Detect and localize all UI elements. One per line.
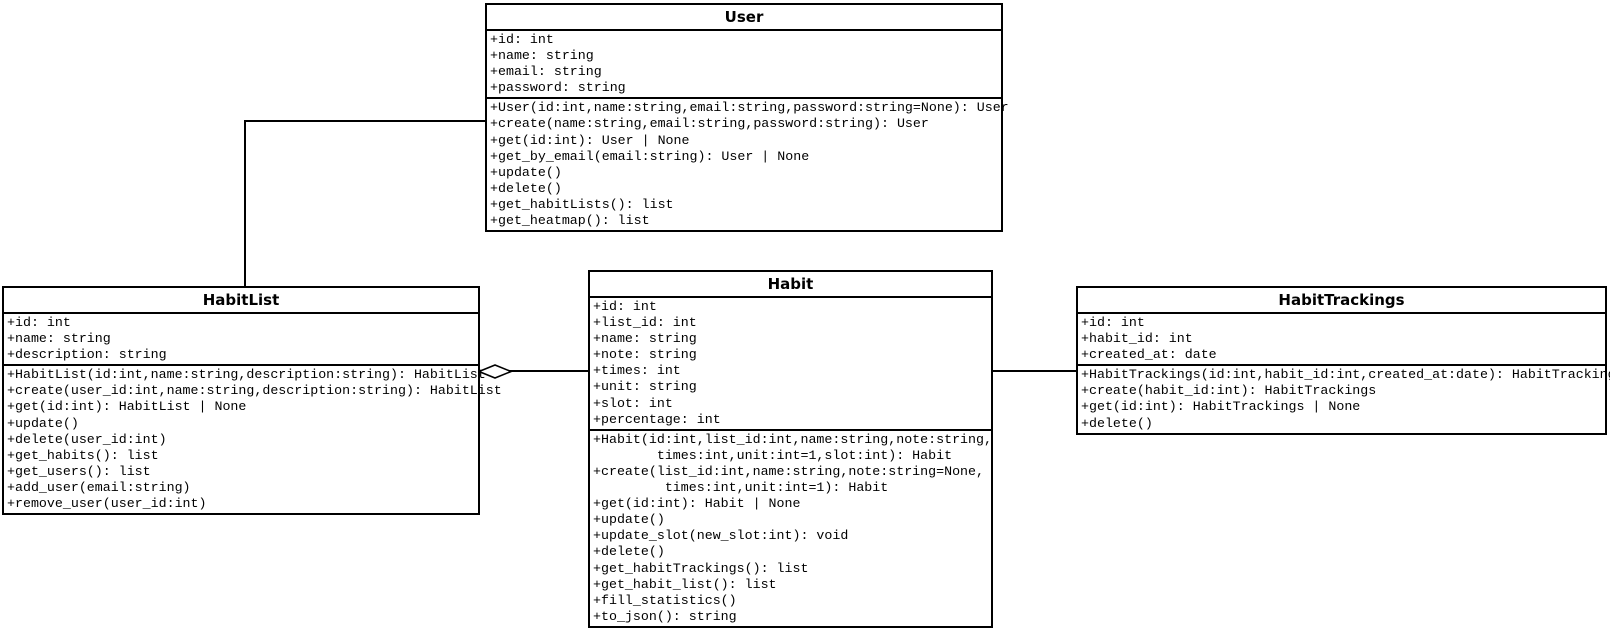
member-line: +remove_user(user_id:int) xyxy=(7,496,207,512)
member-line: +get_habitTrackings(): list xyxy=(593,560,809,576)
member-line: +update_slot(new_slot:int): void xyxy=(593,528,849,544)
member-line: +get(id:int): HabitTrackings | None xyxy=(1081,399,1361,415)
connector-user-habitlist-vertical xyxy=(244,120,246,287)
member-line: +create(list_id:int,name:string,note:str… xyxy=(593,463,984,479)
member-line: +HabitTrackings(id:int,habit_id:int,crea… xyxy=(1081,367,1610,383)
member-line: +delete(user_id:int) xyxy=(7,431,167,447)
member-line: +get_heatmap(): list xyxy=(490,213,650,229)
aggregation-diamond-icon xyxy=(478,364,512,379)
member-line: +get_habits(): list xyxy=(7,447,159,463)
class-user: User +id: int+name: string+email: string… xyxy=(485,3,1009,233)
member-line: +name: string xyxy=(490,48,594,64)
member-line: +delete() xyxy=(490,180,562,196)
member-line: +update() xyxy=(490,164,562,180)
class-user-title: User xyxy=(724,8,764,26)
member-line: +get_habit_list(): list xyxy=(593,576,777,592)
member-line: +unit: string xyxy=(593,379,697,395)
member-line: +id: int xyxy=(7,315,71,330)
member-line: +get(id:int): HabitList | None xyxy=(7,399,247,415)
class-user-methods: +User(id:int,name:string,email:string,pa… xyxy=(487,97,1009,230)
member-line: +Habit(id:int,list_id:int,name:string,no… xyxy=(593,431,992,447)
member-line: +create(habit_id:int): HabitTrackings xyxy=(1081,383,1377,399)
member-line: +update() xyxy=(7,415,79,431)
member-line: +id: int xyxy=(1081,315,1145,330)
member-line: +add_user(email:string) xyxy=(7,479,191,495)
member-line: +list_id: int xyxy=(593,315,697,331)
class-habitlist-title: HabitList xyxy=(202,291,280,309)
class-user-attributes: +id: int+name: string+email: string+pass… xyxy=(487,29,1001,97)
member-line: times:int,unit:int=1,slot:int): Habit xyxy=(593,447,953,463)
member-line: +times: int xyxy=(593,363,681,379)
member-line: +name: string xyxy=(593,331,697,347)
member-line: +HabitList(id:int,name:string,descriptio… xyxy=(7,367,486,383)
member-line: +name: string xyxy=(7,331,111,347)
member-line: +get_users(): list xyxy=(7,463,151,479)
class-habitlist-attributes: +id: int+name: string+description: strin… xyxy=(4,312,478,364)
member-line: +delete() xyxy=(1081,415,1153,431)
class-habit-attributes: +id: int+list_id: int+name: string+note:… xyxy=(590,296,991,429)
member-line: +id: int xyxy=(593,299,657,314)
member-line: +habit_id: int xyxy=(1081,331,1193,347)
member-line: +email: string xyxy=(490,64,602,80)
member-line: +get_habitLists(): list xyxy=(490,196,674,212)
member-line: +note: string xyxy=(593,347,697,363)
connector-habit-habittrackings xyxy=(992,370,1078,372)
class-habit: Habit +id: int+list_id: int+name: string… xyxy=(588,270,993,628)
class-habittrackings: HabitTrackings +id: int+habit_id: int+cr… xyxy=(1076,286,1610,435)
member-line: +delete() xyxy=(593,544,665,560)
member-line: +fill_statistics() xyxy=(593,592,737,608)
class-habit-methods: +Habit(id:int,list_id:int,name:string,no… xyxy=(590,428,992,626)
class-habittrackings-attributes: +id: int+habit_id: int+created_at: date xyxy=(1078,312,1605,364)
member-line: +get(id:int): Habit | None xyxy=(593,496,801,512)
class-habitlist: HabitList +id: int+name: string+descript… xyxy=(2,286,502,516)
member-line: +User(id:int,name:string,email:string,pa… xyxy=(490,100,1009,116)
connector-user-habitlist-horizontal xyxy=(245,120,485,122)
member-line: +id: int xyxy=(490,32,554,47)
member-line: +slot: int xyxy=(593,395,673,411)
connector-habitlist-habit xyxy=(480,370,588,372)
member-line: +create(user_id:int,name:string,descript… xyxy=(7,383,502,399)
member-line: +description: string xyxy=(7,347,167,363)
member-line: times:int,unit:int=1): Habit xyxy=(593,480,889,496)
class-habittrackings-methods: +HabitTrackings(id:int,habit_id:int,crea… xyxy=(1078,364,1610,432)
member-line: +to_json(): string xyxy=(593,608,737,624)
member-line: +percentage: int xyxy=(593,411,721,427)
class-habittrackings-title: HabitTrackings xyxy=(1278,291,1405,309)
member-line: +get(id:int): User | None xyxy=(490,132,690,148)
member-line: +create(name:string,email:string,passwor… xyxy=(490,116,929,132)
member-line: +update() xyxy=(593,512,665,528)
member-line: +password: string xyxy=(490,80,626,96)
member-line: +get_by_email(email:string): User | None xyxy=(490,148,810,164)
member-line: +created_at: date xyxy=(1081,347,1217,363)
class-habit-title: Habit xyxy=(767,275,814,293)
class-habitlist-methods: +HabitList(id:int,name:string,descriptio… xyxy=(4,364,502,513)
